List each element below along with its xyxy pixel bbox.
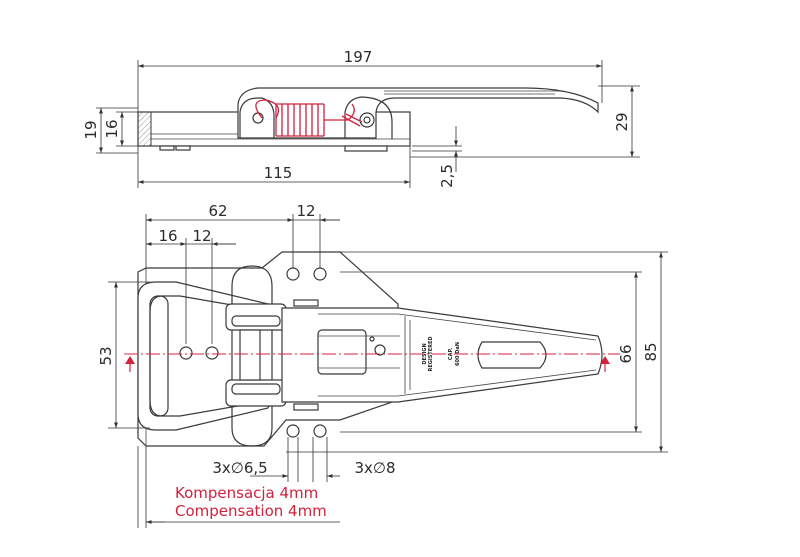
dim-holes-large: 3x∅8 [354, 459, 395, 477]
dim-62: 62 [208, 202, 227, 220]
marking-design: DESIGN REGISTERED [422, 336, 434, 371]
side-hatched-section [137, 111, 152, 147]
mount-hole [179, 346, 193, 360]
compensation-arrow [600, 356, 610, 364]
svg-text:REGISTERED: REGISTERED [428, 336, 434, 371]
spring [255, 99, 363, 137]
dim-base-length: 115 [264, 164, 293, 182]
dim-66: 66 [617, 344, 635, 363]
dim-height-19: 19 [82, 120, 100, 139]
mount-hole [313, 267, 327, 281]
dim-holes-small: 3x∅6,5 [212, 459, 267, 477]
side-lever [237, 87, 599, 139]
compensation-arrow [125, 356, 135, 364]
top-lever [281, 307, 603, 403]
dim-85: 85 [642, 342, 660, 361]
lever-slot [477, 341, 547, 369]
mount-hole [205, 346, 219, 360]
mount-hole [286, 424, 300, 438]
mount-hole [313, 424, 327, 438]
svg-text:DESIGN: DESIGN [422, 343, 428, 364]
dim-height-16: 16 [103, 119, 121, 138]
mount-hole [286, 267, 300, 281]
dim-12-top: 12 [296, 202, 315, 220]
dim-12-left: 12 [192, 227, 211, 245]
side-view: 197 19 16 29 115 2,5 [82, 48, 640, 188]
top-view: DESIGN REGISTERED CAP. 600 DaN 62 12 [97, 202, 668, 528]
dim-thickness: 2,5 [438, 164, 456, 188]
logo-icon [374, 344, 386, 356]
dim-height-29: 29 [613, 112, 631, 131]
note-english: Compensation 4mm [175, 502, 327, 520]
dim-16: 16 [158, 227, 177, 245]
dim-top-length: 197 [344, 48, 373, 66]
dim-53: 53 [97, 346, 115, 365]
note-polish: Kompensacja 4mm [175, 484, 318, 502]
